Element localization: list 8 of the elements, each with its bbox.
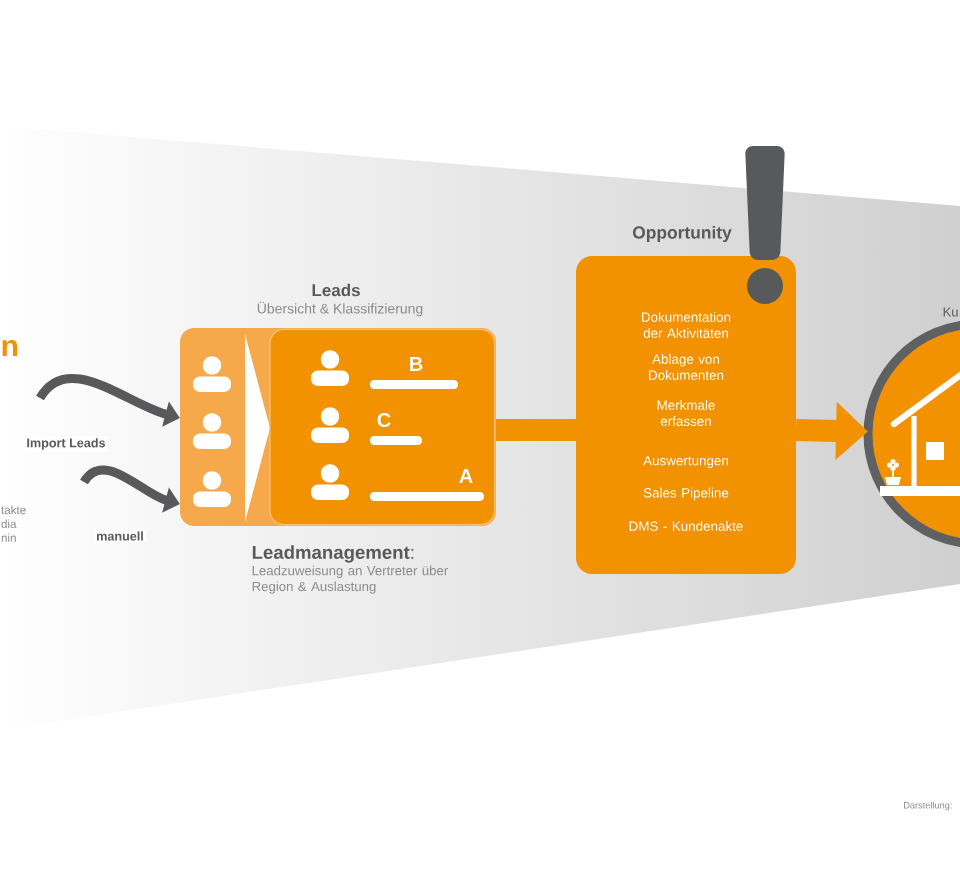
rating-letter: B xyxy=(410,357,423,371)
rating-letter: C xyxy=(377,412,391,428)
heading: Leadmanagement: xyxy=(252,545,414,563)
heading: n xyxy=(2,339,18,357)
heading: Leads xyxy=(312,283,360,297)
connector-bar xyxy=(496,419,576,441)
heading: Opportunity xyxy=(632,225,732,243)
rating-letter: A xyxy=(459,469,473,483)
